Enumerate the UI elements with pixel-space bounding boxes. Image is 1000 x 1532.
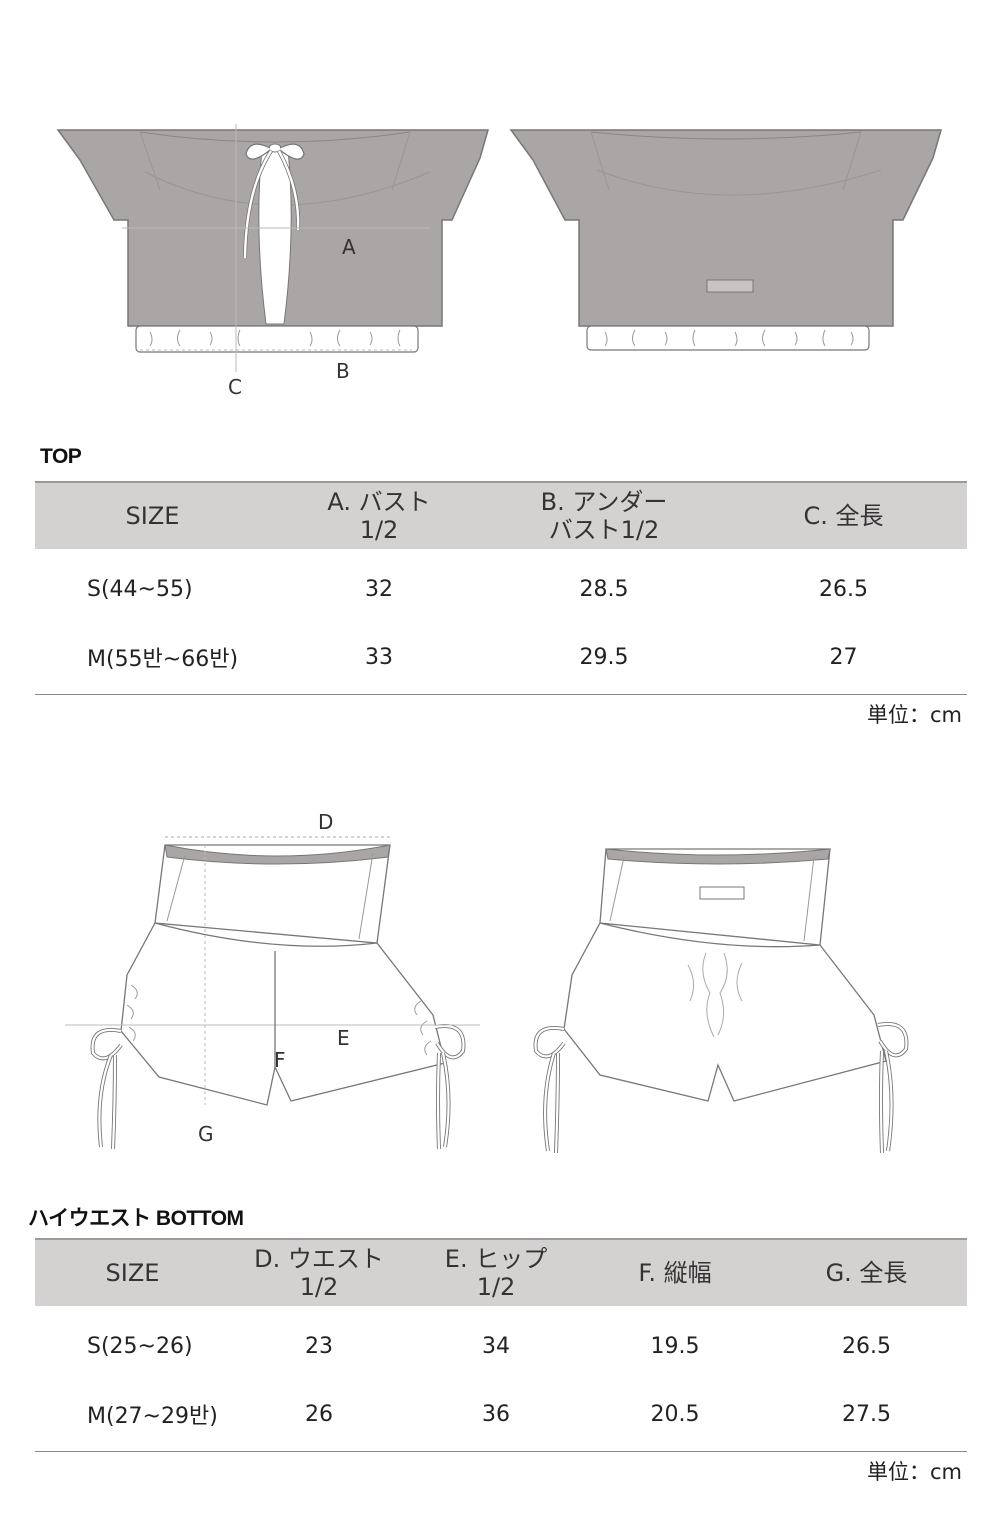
value-cell: 27.5 xyxy=(842,1401,891,1427)
label-g: G xyxy=(198,1122,214,1146)
label-b: B xyxy=(336,359,350,383)
header-rise: F. 縦幅 xyxy=(584,1238,766,1306)
value-cell: 19.5 xyxy=(650,1333,700,1359)
value-cell: 32 xyxy=(365,576,393,602)
header-under-bust: B. アンダーバスト1/2 xyxy=(488,481,720,549)
value-cell: 34 xyxy=(482,1333,510,1359)
top-front-illustration: A B C xyxy=(56,124,489,399)
top-section-title: TOP xyxy=(40,445,82,468)
bottom-back-illustration xyxy=(533,848,909,1154)
top-table-bottom-rule xyxy=(35,694,967,695)
size-cell: S(44~55) xyxy=(87,576,193,602)
label-f: F xyxy=(274,1048,286,1072)
header-length: C. 全長 xyxy=(720,481,967,549)
label-c: C xyxy=(228,375,242,399)
value-cell: 26.5 xyxy=(842,1333,891,1359)
value-cell: 23 xyxy=(305,1333,333,1359)
value-cell: 29.5 xyxy=(579,644,629,670)
top-unit-note: 単位：cm xyxy=(866,703,962,727)
bottom-unit-note: 単位：cm xyxy=(866,1460,962,1484)
size-cell: M(27~29반) xyxy=(87,1404,218,1429)
size-cell: S(25~26) xyxy=(87,1333,193,1359)
value-cell: 20.5 xyxy=(650,1401,700,1427)
value-cell: 33 xyxy=(365,644,393,670)
top-back-illustration xyxy=(509,129,942,351)
table-row: S(25~26) 23 34 19.5 26.5 xyxy=(35,1306,967,1380)
value-cell: 28.5 xyxy=(579,576,629,602)
label-e: E xyxy=(337,1026,350,1050)
header-size: SIZE xyxy=(35,1238,230,1306)
table-row: S(44~55) 32 28.5 26.5 xyxy=(35,549,967,623)
table-row: M(55반~66반) 33 29.5 27 xyxy=(35,623,967,691)
value-cell: 27 xyxy=(829,644,858,670)
header-length: G. 全長 xyxy=(766,1238,967,1306)
label-d: D xyxy=(318,810,333,834)
bottom-section-title: ハイウエスト BOTTOM xyxy=(28,1207,244,1230)
table-row: M(27~29반) 26 36 20.5 27.5 xyxy=(35,1380,967,1448)
value-cell: 26.5 xyxy=(819,576,868,602)
header-size: SIZE xyxy=(35,481,270,549)
size-cell: M(55반~66반) xyxy=(87,647,239,672)
value-cell: 36 xyxy=(482,1401,510,1427)
label-a: A xyxy=(342,235,356,259)
value-cell: 26 xyxy=(305,1401,333,1427)
bottom-table-bottom-rule xyxy=(35,1451,967,1452)
bottom-front-illustration: D E F G xyxy=(65,810,480,1150)
